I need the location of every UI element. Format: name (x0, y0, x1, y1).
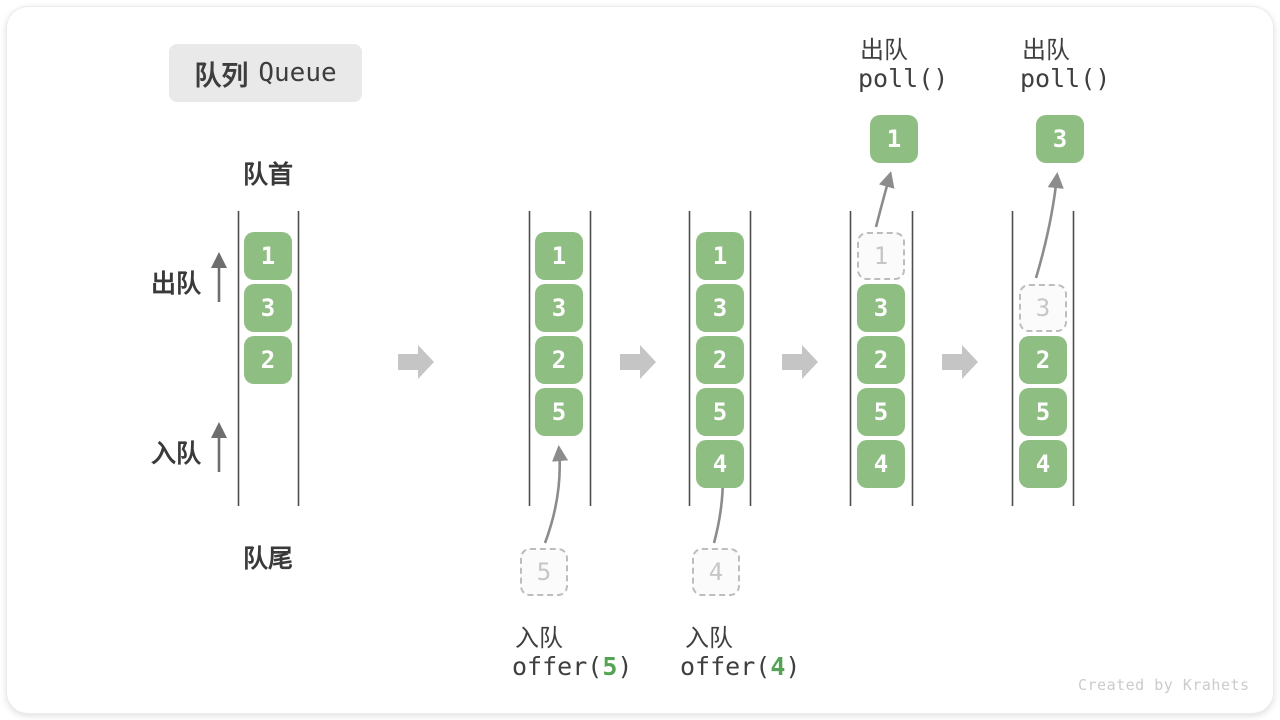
enqueue4-code: offer(4) (680, 652, 800, 681)
title-en: Queue (258, 58, 337, 88)
diagram-title: 队列 Queue (169, 44, 362, 102)
queue-item: 1 (535, 232, 583, 280)
queue-item: 5 (535, 388, 583, 436)
queue-item: 2 (535, 336, 583, 384)
diagram-card (6, 6, 1274, 714)
dequeue2-code: poll() (1020, 64, 1111, 93)
dequeued-item: 1 (870, 115, 918, 163)
code-pre: offer( (512, 652, 603, 681)
label-queue-rear: 队尾 (243, 545, 294, 573)
code-arg: 5 (602, 652, 618, 681)
title-zh: 队列 (194, 60, 249, 91)
removed-item-placeholder: 3 (1019, 284, 1067, 332)
queue-item: 3 (535, 284, 583, 332)
queue-item: 3 (696, 284, 744, 332)
queue-item: 3 (244, 284, 292, 332)
enqueue4-label: 入队 (685, 625, 733, 652)
code-post: ) (785, 652, 801, 681)
queue-item: 5 (1019, 388, 1067, 436)
code-post: ) (617, 652, 633, 681)
dequeued-item: 3 (1036, 115, 1084, 163)
queue-item: 4 (696, 440, 744, 488)
queue-item: 2 (857, 336, 905, 384)
code-pre: offer( (680, 652, 771, 681)
enqueue5-label: 入队 (515, 625, 563, 652)
label-dequeue: 出队 (151, 270, 202, 298)
dequeue1-code: poll() (858, 64, 949, 93)
label-enqueue: 入队 (151, 440, 202, 468)
label-queue-front: 队首 (243, 161, 294, 189)
watermark: Created by Krahets (1078, 676, 1250, 694)
queue-item: 3 (857, 284, 905, 332)
queue-item: 1 (696, 232, 744, 280)
incoming-item-placeholder: 4 (692, 548, 740, 596)
dequeue1-label: 出队 (860, 37, 908, 64)
queue-item: 2 (696, 336, 744, 384)
queue-item: 4 (1019, 440, 1067, 488)
queue-item: 5 (857, 388, 905, 436)
dequeue2-label: 出队 (1022, 37, 1070, 64)
queue-item: 4 (857, 440, 905, 488)
queue-item: 1 (244, 232, 292, 280)
code-arg: 4 (770, 652, 786, 681)
removed-item-placeholder: 1 (857, 232, 905, 280)
queue-item: 5 (696, 388, 744, 436)
incoming-item-placeholder: 5 (520, 548, 568, 596)
enqueue5-code: offer(5) (512, 652, 632, 681)
queue-item: 2 (1019, 336, 1067, 384)
queue-item: 2 (244, 336, 292, 384)
